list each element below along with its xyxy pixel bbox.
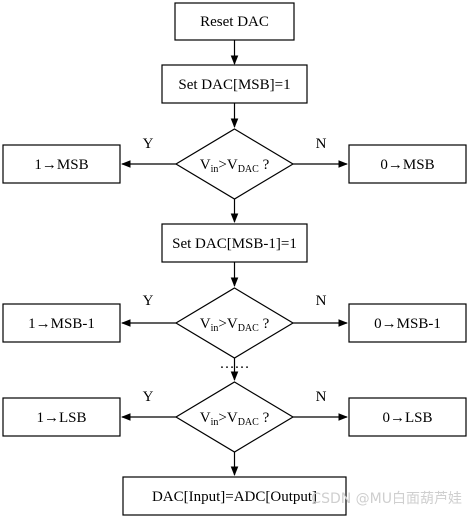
msb-one-label: 1→MSB <box>34 157 88 173</box>
set-msb-label: Set DAC[MSB]=1 <box>178 77 290 93</box>
lsb-one-label: 1→LSB <box>36 410 86 426</box>
decision-3-no-label: N <box>316 389 327 405</box>
decision-2-no-label: N <box>316 293 327 309</box>
decision-3-label: Vin>VDAC ? <box>200 410 270 428</box>
set-msb-box <box>161 64 308 104</box>
lsb-zero-label: 0→LSB <box>382 410 432 426</box>
lsb-one-box <box>2 397 121 437</box>
ellipsis-label: …… <box>220 356 250 372</box>
set-msb-1-label: Set DAC[MSB-1]=1 <box>172 236 297 252</box>
reset-dac-label: Reset DAC <box>200 14 269 30</box>
msb1-zero-label: 0→MSB-1 <box>374 316 441 332</box>
lsb-zero-box <box>348 397 467 437</box>
msb-one-box <box>2 144 121 184</box>
decision-2-label: Vin>VDAC ? <box>200 316 270 334</box>
reset-dac-box <box>174 2 295 41</box>
msb-zero-label: 0→MSB <box>380 157 434 173</box>
decision-1-yes-label: Y <box>143 136 154 152</box>
output-label: DAC[Input]=ADC[Output] <box>152 489 317 505</box>
msb-zero-box <box>348 144 467 184</box>
msb1-one-box <box>2 303 121 343</box>
csdn-watermark: CSDN @MU白面葫芦娃 <box>311 491 462 507</box>
msb1-zero-box <box>348 303 467 343</box>
decision-3-yes-label: Y <box>143 389 154 405</box>
set-msb-1-box <box>161 223 308 263</box>
decision-1-no-label: N <box>316 136 327 152</box>
decision-2-yes-label: Y <box>143 293 154 309</box>
output-box <box>122 476 347 516</box>
decision-1-label: Vin>VDAC ? <box>200 157 270 175</box>
msb1-one-label: 1→MSB-1 <box>28 316 95 332</box>
